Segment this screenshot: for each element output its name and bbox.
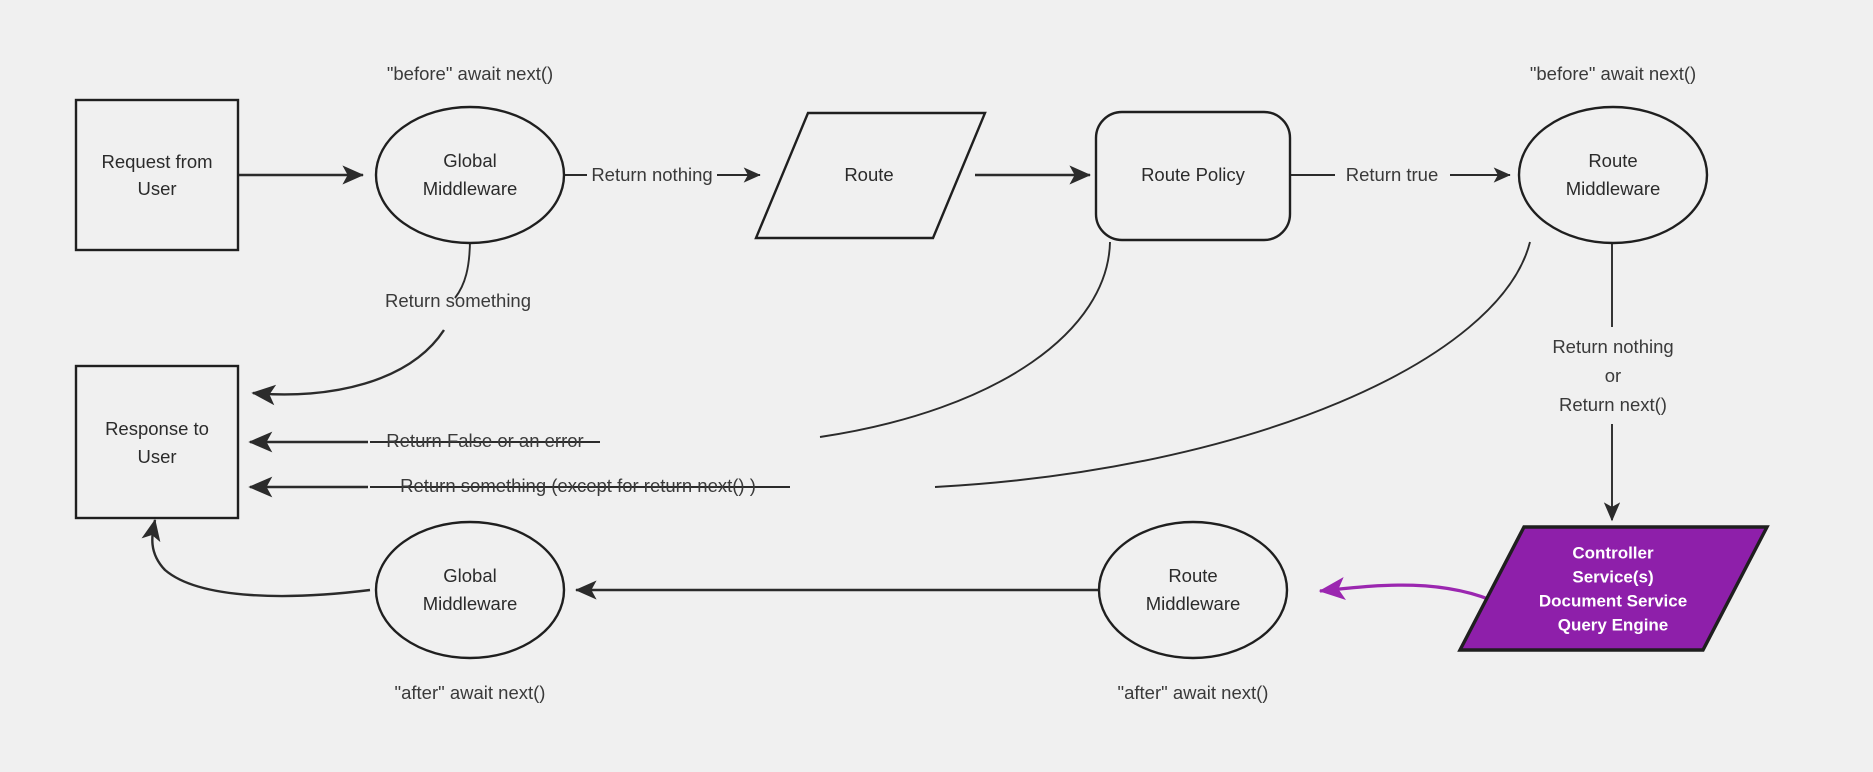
annotation-after-await-next-global: "after" await next() (395, 682, 546, 703)
route-shape (754, 111, 987, 240)
node-route[interactable]: Route (754, 111, 987, 240)
controller-services-label-line4: Query Engine (1558, 615, 1669, 634)
controller-services-label-line2: Service(s) (1572, 567, 1653, 586)
global-middleware-top-label-line2: Middleware (423, 178, 518, 199)
node-route-middleware-bottom[interactable]: Route Middleware (1097, 520, 1289, 660)
response-to-user-shape (74, 364, 240, 520)
annotation-return-nothing-line2: or (1605, 365, 1621, 386)
route-policy-label: Route Policy (1141, 164, 1246, 185)
request-from-user-shape (74, 98, 240, 252)
edge-route-policy-return-false-curve (819, 241, 1111, 438)
request-from-user-label-line1: Request from (101, 151, 212, 172)
node-route-middleware-top[interactable]: Route Middleware (1517, 105, 1709, 245)
annotation-before-await-next-global: "before" await next() (387, 63, 553, 84)
route-middleware-top-label-line1: Route (1588, 150, 1637, 171)
route-label: Route (844, 164, 893, 185)
controller-services-shape (1457, 525, 1770, 652)
edge-global-middleware-return-stub (454, 237, 471, 299)
node-request-from-user[interactable]: Request from User (74, 98, 240, 252)
route-middleware-bottom-label-line1: Route (1168, 565, 1217, 586)
node-global-middleware-bottom[interactable]: Global Middleware (374, 520, 566, 660)
response-to-user-label-line2: User (137, 446, 176, 467)
controller-services-label-line3: Document Service (1539, 591, 1687, 610)
request-from-user-label-line2: User (137, 178, 176, 199)
edge-label-return-true: Return true (1346, 164, 1439, 185)
edge-label-return-something: Return something (385, 290, 531, 311)
edge-label-return-something-except-next: Return something (except for return next… (400, 475, 756, 496)
global-middleware-bottom-label-line2: Middleware (423, 593, 518, 614)
edge-route-middleware-return-something-curve (934, 241, 1531, 488)
route-middleware-bottom-label-line2: Middleware (1146, 593, 1241, 614)
annotation-after-await-next-route: "after" await next() (1118, 682, 1269, 703)
edge-global-middleware-bottom-to-response (141, 519, 371, 598)
edges-return-paths (248, 237, 1621, 522)
edge-return-something-to-response (251, 329, 446, 406)
global-middleware-top-label-line1: Global (443, 150, 496, 171)
annotation-return-nothing-line1: Return nothing (1552, 336, 1673, 357)
route-middleware-bottom-shape (1097, 520, 1289, 660)
route-policy-shape (1094, 110, 1292, 242)
route-middleware-top-label-line2: Middleware (1566, 178, 1661, 199)
edge-controller-to-route-middleware-bottom (1318, 577, 1501, 606)
global-middleware-top-shape (374, 105, 566, 245)
annotation-return-nothing-line3: Return next() (1559, 394, 1667, 415)
edges-bottom-row (141, 519, 1501, 606)
route-middleware-top-shape (1517, 105, 1709, 245)
response-to-user-label-line1: Response to (105, 418, 209, 439)
global-middleware-bottom-label-line1: Global (443, 565, 496, 586)
global-middleware-bottom-shape (374, 520, 566, 660)
controller-services-label-line1: Controller (1572, 543, 1654, 562)
edge-label-return-false-or-error: Return False or an error (386, 430, 583, 451)
node-route-policy[interactable]: Route Policy (1094, 110, 1292, 242)
node-response-to-user[interactable]: Response to User (74, 364, 240, 520)
edge-label-return-nothing: Return nothing (591, 164, 712, 185)
node-global-middleware-top[interactable]: Global Middleware (374, 105, 566, 245)
annotation-before-await-next-route: "before" await next() (1530, 63, 1696, 84)
node-controller-services[interactable]: Controller Service(s) Document Service Q… (1457, 525, 1770, 652)
